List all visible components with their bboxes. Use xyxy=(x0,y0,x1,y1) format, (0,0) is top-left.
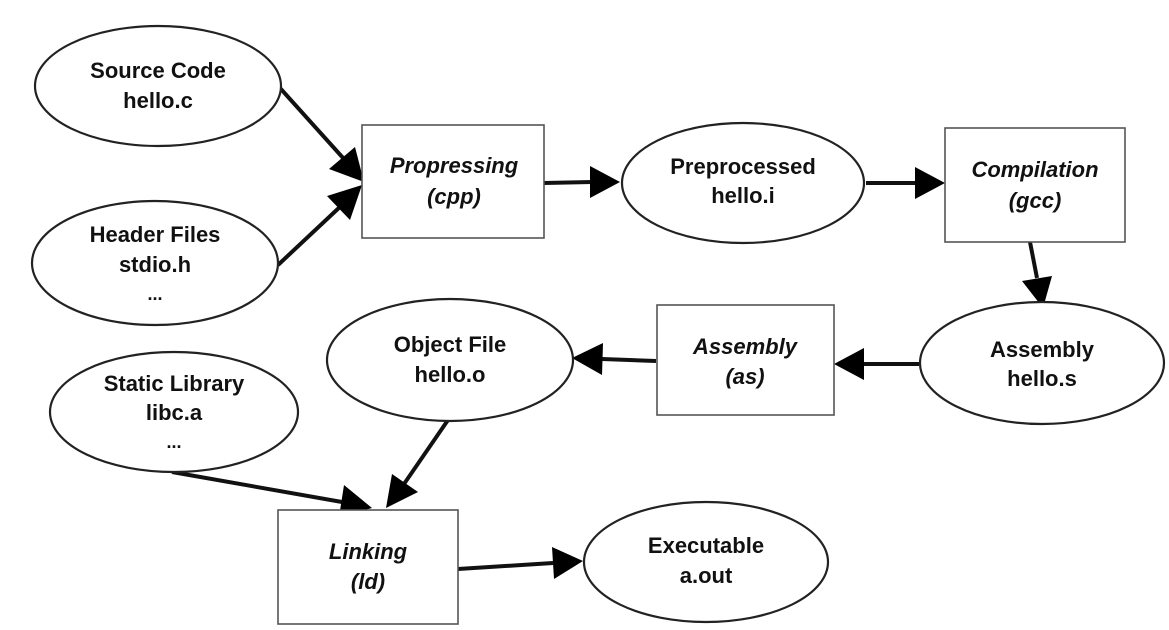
edge-assembly-step-to-object-file xyxy=(572,343,657,375)
edge-header-files-to-preprocessing xyxy=(276,185,362,267)
edge-static-library-to-linking xyxy=(171,470,372,517)
executable-label: Executable xyxy=(648,533,764,558)
static-library-ellipsis: ... xyxy=(166,432,181,452)
static-library-filename: libc.a xyxy=(146,400,203,425)
node-header-files: Header Files stdio.h ... xyxy=(30,199,280,327)
edge-assembly-file-to-assembly-step xyxy=(834,348,919,380)
node-compilation: Compilation (gcc) xyxy=(944,127,1126,243)
preprocessing-tool: (cpp) xyxy=(427,184,481,209)
linking-tool: (ld) xyxy=(351,569,385,594)
linking-label: Linking xyxy=(329,539,408,564)
edges xyxy=(171,86,1052,579)
edge-compilation-to-assembly-file xyxy=(1022,241,1052,308)
object-file-label: Object File xyxy=(394,332,506,357)
node-preprocessing: Propressing (cpp) xyxy=(361,124,545,239)
edge-preprocessing-to-preprocessed xyxy=(543,166,620,198)
assembly-step-label: Assembly xyxy=(692,334,799,359)
object-file-filename: hello.o xyxy=(415,362,486,387)
node-executable: Executable a.out xyxy=(582,500,830,624)
static-library-label: Static Library xyxy=(104,371,245,396)
edge-preprocessed-to-compilation xyxy=(866,167,945,199)
node-linking: Linking (ld) xyxy=(277,509,459,625)
node-static-library: Static Library libc.a ... xyxy=(48,350,300,474)
assembly-step-tool: (as) xyxy=(725,364,764,389)
assembly-file-filename: hello.s xyxy=(1007,366,1077,391)
compilation-tool: (gcc) xyxy=(1009,188,1062,213)
edge-linking-to-executable xyxy=(457,547,583,579)
header-files-ellipsis: ... xyxy=(147,284,162,304)
preprocessed-filename: hello.i xyxy=(711,183,775,208)
edge-source-code-to-preprocessing xyxy=(278,86,364,182)
preprocessing-label: Propressing xyxy=(390,153,519,178)
node-object-file: Object File hello.o xyxy=(325,297,575,423)
header-files-filename: stdio.h xyxy=(119,252,191,277)
compilation-label: Compilation xyxy=(971,157,1098,182)
node-assembly-file: Assembly hello.s xyxy=(918,300,1166,426)
node-source-code: Source Code hello.c xyxy=(33,24,283,148)
node-preprocessed: Preprocessed hello.i xyxy=(620,121,866,245)
edge-object-file-to-linking xyxy=(386,418,450,508)
assembly-file-label: Assembly xyxy=(990,337,1095,362)
source-code-filename: hello.c xyxy=(123,88,193,113)
node-assembly-step: Assembly (as) xyxy=(656,304,835,416)
executable-filename: a.out xyxy=(680,563,733,588)
preprocessed-label: Preprocessed xyxy=(670,154,816,179)
header-files-label: Header Files xyxy=(90,222,221,247)
source-code-label: Source Code xyxy=(90,58,226,83)
